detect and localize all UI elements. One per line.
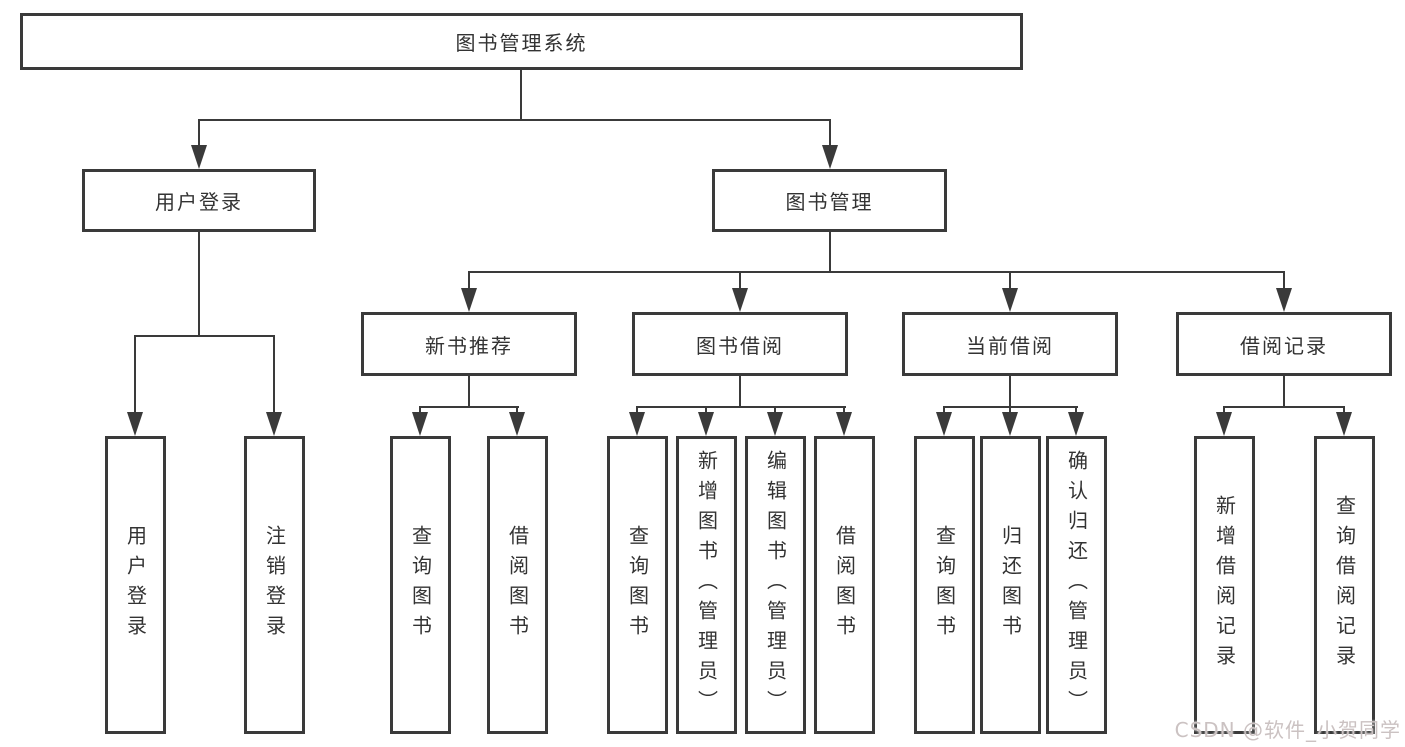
connector-branch-top [198, 119, 831, 121]
connector-branch-records [1223, 406, 1345, 408]
connector-stem [1283, 374, 1285, 408]
connector-stub [1009, 406, 1011, 414]
arrow-down-icon [127, 412, 143, 436]
arrow-down-icon [1068, 412, 1084, 436]
connector-stub [1075, 406, 1077, 414]
node-label: 用户登录 [123, 525, 148, 645]
node-label: 注销登录 [262, 525, 287, 645]
connector-stub [468, 271, 470, 290]
arrow-down-icon [461, 288, 477, 312]
node-leaf-return-books: 归还图书 [980, 436, 1041, 734]
node-label: 查询图书 [408, 525, 433, 645]
node-leaf-user-login: 用户登录 [105, 436, 166, 734]
arrow-down-icon [732, 288, 748, 312]
node-new-book-recommend: 新书推荐 [361, 312, 577, 376]
node-label: 图书管理 [785, 190, 874, 214]
connector-stub [134, 335, 136, 414]
connector-stub [273, 335, 275, 414]
node-leaf-confirm-return-admin: 确认归还（管理员） [1046, 436, 1107, 734]
connector-root-stem [520, 69, 522, 120]
arrow-down-icon [191, 145, 207, 169]
node-label: 新增图书（管理员） [694, 450, 719, 720]
node-label: 图书管理系统 [455, 31, 588, 55]
connector-stub [843, 406, 845, 414]
connector-branch-userlogin [134, 335, 275, 337]
node-label: 查询借阅记录 [1332, 495, 1357, 675]
node-leaf-add-borrow-record: 新增借阅记录 [1194, 436, 1255, 734]
connector-stub [1223, 406, 1225, 414]
node-leaf-borrow-books-2: 借阅图书 [814, 436, 875, 734]
node-leaf-query-books-2: 查询图书 [607, 436, 668, 734]
node-label: 查询图书 [932, 525, 957, 645]
node-borrow-records: 借阅记录 [1176, 312, 1392, 376]
arrow-down-icon [1276, 288, 1292, 312]
node-leaf-borrow-books-1: 借阅图书 [487, 436, 548, 734]
arrow-down-icon [1336, 412, 1352, 436]
connector-stub [1283, 271, 1285, 290]
connector-stub [636, 406, 638, 414]
node-label: 新增借阅记录 [1212, 495, 1237, 675]
node-label: 确认归还（管理员） [1064, 450, 1089, 720]
node-leaf-query-borrow-record: 查询借阅记录 [1314, 436, 1375, 734]
arrow-down-icon [266, 412, 282, 436]
node-leaf-edit-books-admin: 编辑图书（管理员） [745, 436, 806, 734]
arrow-down-icon [629, 412, 645, 436]
arrow-down-icon [509, 412, 525, 436]
arrow-down-icon [1002, 288, 1018, 312]
connector-stem [468, 374, 470, 408]
node-leaf-query-books-3: 查询图书 [914, 436, 975, 734]
csdn-watermark: CSDN @软件_小贺同学 [1174, 718, 1401, 742]
node-root-library-system: 图书管理系统 [20, 13, 1023, 70]
connector-stub [198, 119, 200, 147]
arrow-down-icon [1216, 412, 1232, 436]
connector-stub [516, 406, 518, 414]
connector-branch-bookborrow [636, 406, 846, 408]
node-leaf-query-books-1: 查询图书 [390, 436, 451, 734]
node-label: 新书推荐 [425, 333, 513, 358]
connector-branch-bookmgmt [468, 271, 1285, 273]
connector-stub [774, 406, 776, 414]
node-label: 归还图书 [998, 525, 1023, 645]
node-label: 借阅图书 [832, 525, 857, 645]
connector-userlogin-stem [198, 232, 200, 336]
connector-stem [1009, 374, 1011, 408]
node-user-login: 用户登录 [82, 169, 316, 232]
connector-stub [739, 271, 741, 290]
node-book-borrow: 图书借阅 [632, 312, 848, 376]
connector-stub [705, 406, 707, 414]
connector-stem [739, 374, 741, 408]
node-label: 图书借阅 [696, 333, 784, 358]
arrow-down-icon [767, 412, 783, 436]
connector-stub [1343, 406, 1345, 414]
arrow-down-icon [822, 145, 838, 169]
arrow-down-icon [836, 412, 852, 436]
connector-stub [1009, 271, 1011, 290]
arrow-down-icon [936, 412, 952, 436]
connector-stub [943, 406, 945, 414]
connector-stub [419, 406, 421, 414]
arrow-down-icon [412, 412, 428, 436]
node-book-management: 图书管理 [712, 169, 947, 232]
node-label: 借阅图书 [505, 525, 530, 645]
connector-stub [829, 119, 831, 147]
node-label: 借阅记录 [1240, 333, 1328, 358]
connector-bookmgmt-stem [829, 232, 831, 273]
node-leaf-logout: 注销登录 [244, 436, 305, 734]
node-label: 当前借阅 [966, 333, 1054, 358]
connector-branch-newbooks [419, 406, 519, 408]
node-current-borrow: 当前借阅 [902, 312, 1118, 376]
arrow-down-icon [1002, 412, 1018, 436]
node-label: 编辑图书（管理员） [763, 450, 788, 720]
node-label: 查询图书 [625, 525, 650, 645]
node-leaf-add-books-admin: 新增图书（管理员） [676, 436, 737, 734]
node-label: 用户登录 [155, 190, 243, 214]
arrow-down-icon [698, 412, 714, 436]
